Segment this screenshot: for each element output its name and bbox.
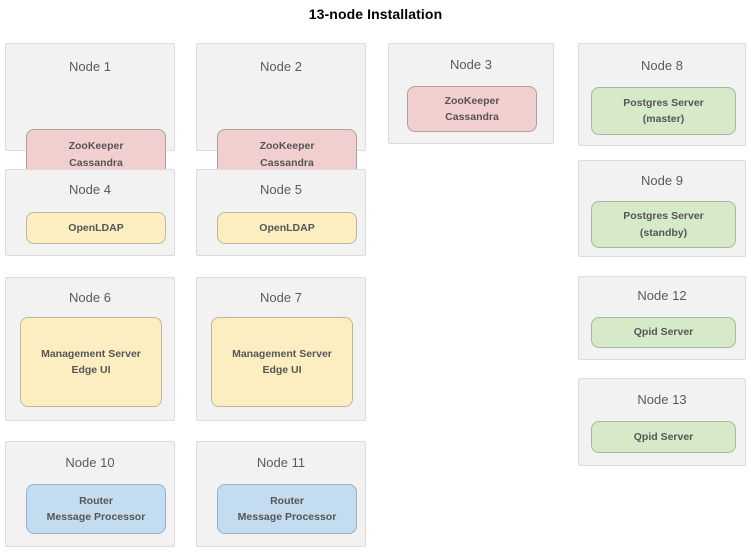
service-box-node-5: OpenLDAP — [217, 212, 357, 244]
node-label: Node 11 — [256, 455, 306, 470]
node-label: Node 3 — [450, 57, 492, 72]
service-box-node-13: Qpid Server — [591, 421, 736, 453]
service-label: Message Processor — [237, 511, 337, 523]
node-label: Node 1 — [69, 59, 111, 74]
service-label: (standby) — [639, 226, 688, 239]
node-label: Node 6 — [69, 290, 111, 305]
node-card-node-13: Node 13 Qpid Server — [578, 378, 746, 466]
service-label: Cassandra — [69, 156, 123, 169]
node-label: Node 10 — [65, 455, 115, 470]
node-card-node-9: Node 9 Postgres Server (standby) — [578, 160, 746, 257]
node-card-node-5: Node 5 OpenLDAP — [196, 169, 366, 256]
node-card-node-4: Node 4 OpenLDAP — [5, 169, 175, 256]
page-title: 13-node Installation — [308, 6, 443, 22]
service-label: ZooKeeper — [444, 94, 500, 107]
node-label: Node 2 — [260, 59, 302, 74]
node-card-node-12: Node 12 Qpid Server — [578, 276, 746, 360]
service-label: ZooKeeper — [68, 140, 124, 153]
node-card-node-8: Node 8 Postgres Server (master) — [578, 43, 746, 146]
service-label: Cassandra — [445, 111, 499, 123]
service-label: OpenLDAP — [259, 221, 315, 234]
service-label: Qpid Server — [633, 326, 694, 339]
service-label: Postgres Server — [623, 210, 704, 223]
node-label: Node 12 — [637, 288, 687, 303]
service-label: Management Server — [41, 347, 141, 360]
service-box-node-8: Postgres Server (master) — [591, 87, 736, 135]
service-label: Cassandra — [260, 156, 314, 169]
node-label: Node 9 — [641, 173, 683, 188]
service-label: Qpid Server — [633, 430, 694, 443]
service-label: Message Processor — [46, 511, 146, 523]
service-label: Edge UI — [262, 364, 302, 376]
service-label: ZooKeeper — [259, 140, 315, 153]
service-label: OpenLDAP — [68, 221, 124, 234]
node-label: Node 4 — [69, 182, 111, 197]
node-label: Node 5 — [260, 182, 302, 197]
service-box-node-12: Qpid Server — [591, 317, 736, 348]
service-label: Edge UI — [71, 364, 111, 376]
node-label: Node 8 — [641, 58, 683, 73]
node-label: Node 13 — [637, 392, 687, 407]
node-label: Node 7 — [260, 290, 302, 305]
service-label: Management Server — [232, 347, 332, 360]
service-label: (master) — [642, 113, 685, 125]
service-label: Postgres Server — [623, 96, 704, 109]
service-box-node-9: Postgres Server (standby) — [591, 201, 736, 248]
service-box-node-4: OpenLDAP — [26, 212, 166, 244]
service-label: Router — [270, 494, 304, 507]
service-label: Router — [79, 494, 113, 507]
